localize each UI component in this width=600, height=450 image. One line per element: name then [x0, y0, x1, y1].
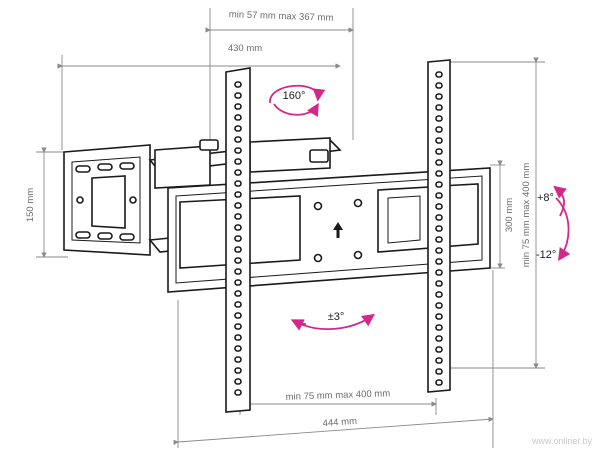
watermark: www.onliner.by	[531, 436, 593, 446]
rail-slot	[234, 224, 242, 231]
rail-slot	[234, 202, 242, 209]
rail-slot	[435, 159, 443, 166]
rail-slot	[435, 93, 443, 100]
rail-slot	[435, 126, 443, 133]
rotation-angle-label: ±3°	[328, 311, 345, 323]
rail-slot	[435, 324, 443, 331]
rail-slot	[234, 334, 242, 341]
rail-slot	[234, 235, 242, 242]
rail-slot	[234, 279, 242, 286]
swivel-arrow	[269, 84, 326, 117]
rail-slot	[234, 290, 242, 297]
rail-slot	[435, 368, 443, 375]
rail-slot	[435, 192, 443, 199]
rail-slot	[234, 169, 242, 176]
rail-slot	[435, 280, 443, 287]
rail-slot	[435, 203, 443, 210]
rail-slot	[234, 257, 242, 264]
rail-slot	[435, 225, 443, 232]
rail-slot	[234, 136, 242, 143]
rail-slot	[435, 137, 443, 144]
tilt-down-label: -12°	[536, 249, 556, 261]
rail-slot	[435, 269, 443, 276]
rail-slot	[435, 291, 443, 298]
dim-vesa-vertical: min 75 mm max 400 mm	[521, 163, 532, 268]
rail-slot	[435, 247, 443, 254]
rail-slot	[435, 313, 443, 320]
rail-slot	[234, 180, 242, 187]
wall-plate	[63, 144, 151, 256]
rail-slot	[234, 268, 242, 275]
rail-slot	[234, 191, 242, 198]
rail-slot	[234, 389, 242, 396]
rail-slot	[435, 357, 443, 364]
rail-slot	[234, 81, 242, 88]
swivel-angle-label: 160°	[283, 90, 306, 102]
rail-slot	[234, 125, 242, 132]
dim-wall-plate-height: 150 mm	[25, 188, 36, 222]
rail-slot	[234, 367, 242, 374]
rail-slot	[435, 379, 443, 386]
rail-slot	[435, 258, 443, 265]
rail-slot	[234, 92, 242, 99]
tilt-up-label: +8°	[537, 192, 554, 204]
dim-arm-extension: min 57 mm max 367 mm	[229, 9, 334, 24]
rail-slot	[435, 104, 443, 111]
tilt-arrow	[553, 185, 571, 261]
dimension-lines	[36, 8, 545, 448]
rail-slot	[435, 115, 443, 122]
rail-slot	[234, 345, 242, 352]
rail-slot	[234, 301, 242, 308]
dim-arm-width: 430 mm	[228, 43, 262, 54]
vertical-rail-right	[427, 59, 451, 393]
rail-slot	[234, 158, 242, 165]
rail-slot	[234, 356, 242, 363]
rail-slot	[234, 114, 242, 121]
rail-slot	[435, 302, 443, 309]
rail-slot	[234, 213, 242, 220]
dim-overall-width: 444 mm	[322, 416, 357, 429]
dim-vesa-horizontal: min 75 mm max 400 mm	[285, 388, 390, 403]
rail-slot	[234, 147, 242, 154]
rail-slot	[234, 323, 242, 330]
rail-slot	[435, 346, 443, 353]
rail-slot	[435, 170, 443, 177]
rotation-arrow	[290, 313, 375, 331]
vertical-rail-left	[225, 67, 251, 413]
rail-slot	[435, 236, 443, 243]
rail-slot	[234, 312, 242, 319]
rail-slot	[435, 71, 443, 78]
rail-slot	[234, 103, 242, 110]
rail-slot	[435, 214, 443, 221]
dim-plate-height: 300 mm	[504, 198, 515, 232]
rail-slot	[435, 82, 443, 89]
rail-slot	[234, 246, 242, 253]
rail-slot	[435, 181, 443, 188]
rail-slot	[234, 378, 242, 385]
rail-slot	[435, 148, 443, 155]
rail-slot	[435, 335, 443, 342]
